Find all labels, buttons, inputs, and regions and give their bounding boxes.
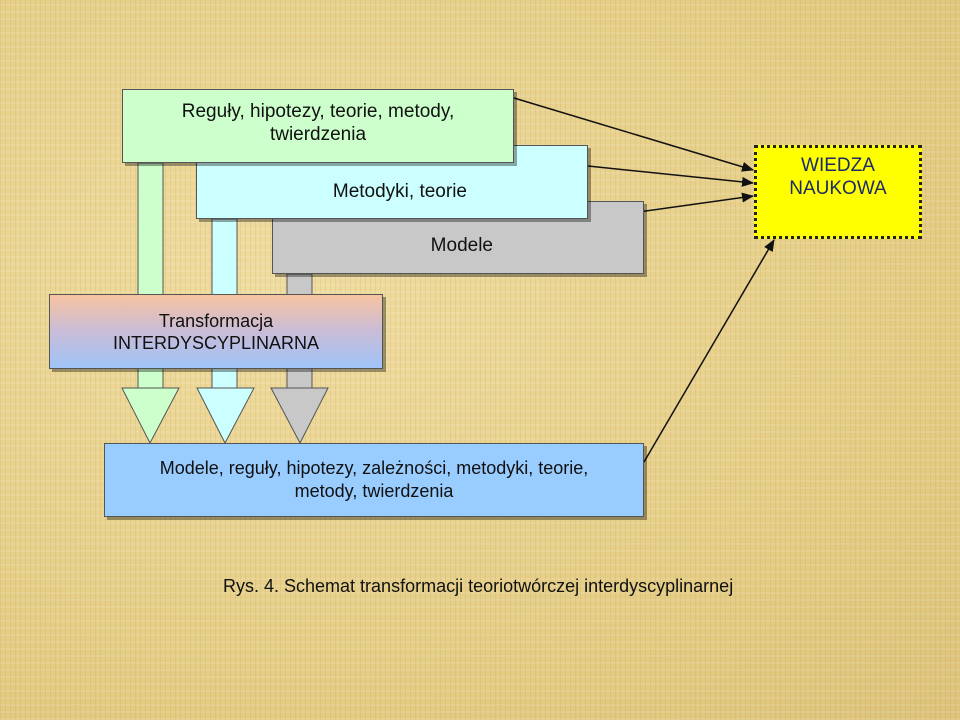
box-wynik-line-1: Modele, reguły, hipotezy, zależności, me…: [159, 458, 589, 478]
box-wynik-line-2: metody, twierdzenia: [294, 481, 454, 501]
box-reguly-line-1: Reguły, hipotezy, teorie, metody,: [181, 101, 455, 122]
box-wynik: Modele, reguły, hipotezy, zależności, me…: [104, 443, 644, 517]
box-wiedza-naukowa: WIEDZA NAUKOWA: [754, 145, 922, 239]
cyan-arrow-head: [196, 387, 255, 445]
box-wiedza-line-2: NAUKOWA: [789, 178, 887, 199]
arrow-reguly-to-wiedza: [513, 97, 754, 172]
box-wiedza-line-1: WIEDZA: [801, 155, 875, 176]
green-arrow-head: [121, 387, 180, 445]
box-transformacja-line-1: Transformacja: [158, 310, 274, 331]
arrow-wynik-to-wiedza: [643, 239, 775, 463]
arrow-metodyki-to-wiedza: [587, 165, 754, 187]
box-reguly: Reguły, hipotezy, teorie, metody, twierd…: [122, 89, 514, 163]
box-modele-label: Modele: [430, 235, 493, 256]
box-metodyki-label: Metodyki, teorie: [332, 181, 467, 202]
gray-arrow-head: [270, 387, 329, 445]
box-transformacja-line-2: INTERDYSCYPLINARNA: [112, 332, 320, 353]
figure-caption: Rys. 4. Schemat transformacji teoriotwór…: [223, 576, 734, 596]
box-transformacja: Transformacja INTERDYSCYPLINARNA: [49, 294, 383, 369]
box-reguly-line-2: twierdzenia: [269, 124, 367, 145]
